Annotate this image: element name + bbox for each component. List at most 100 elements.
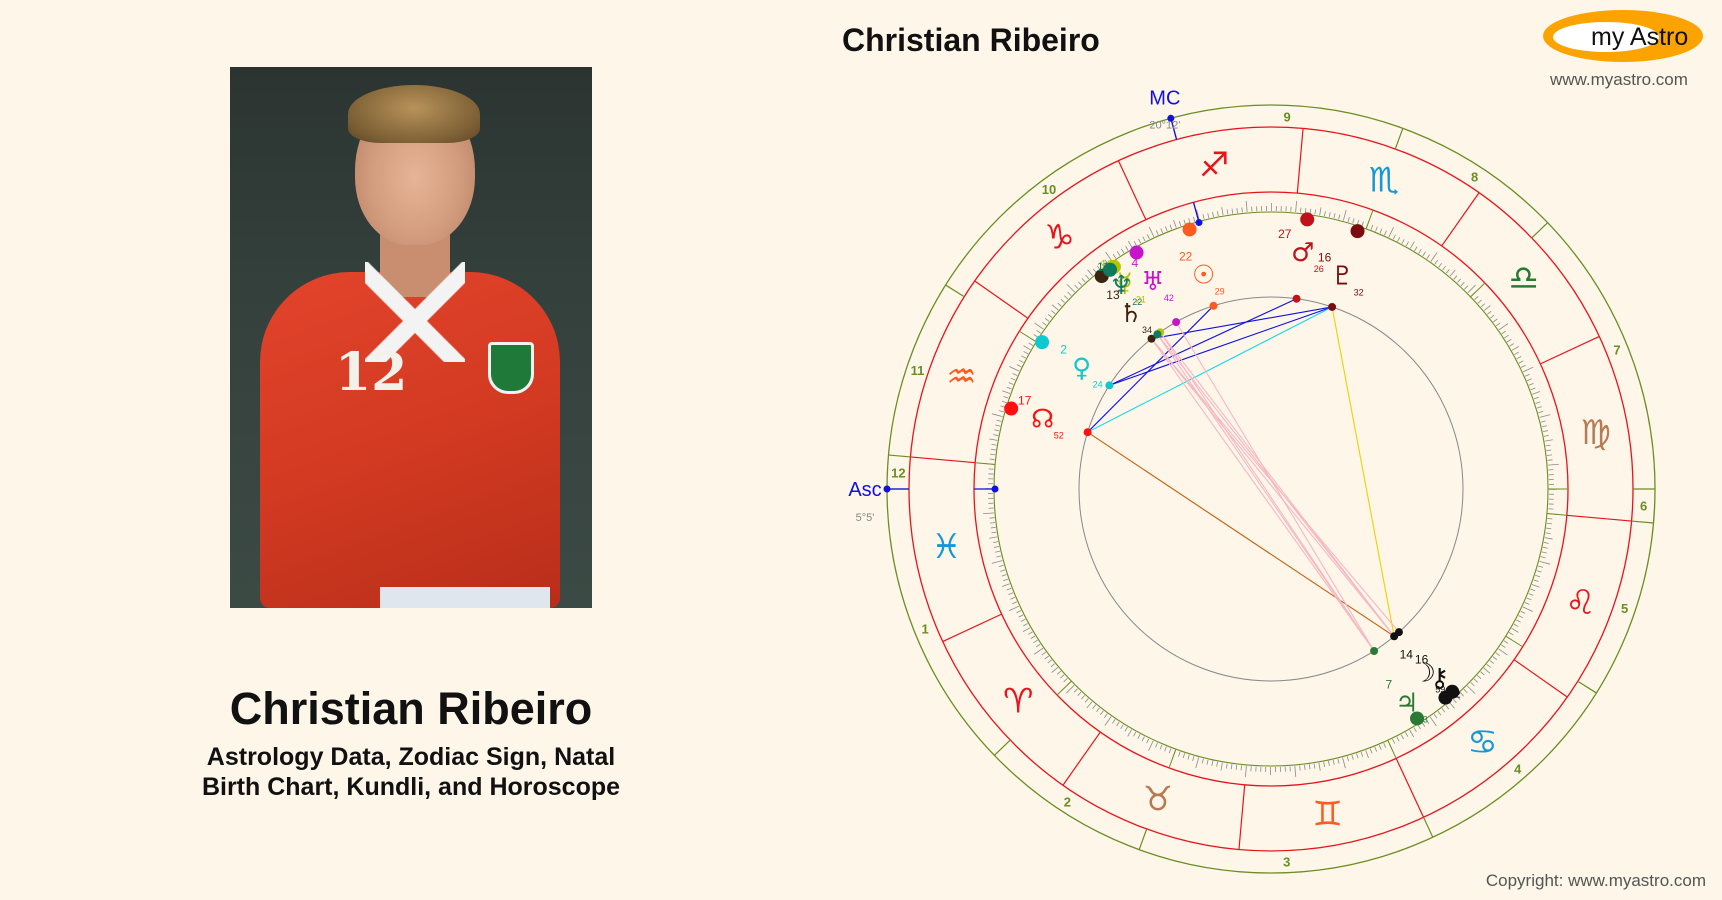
degree-tick (1543, 542, 1549, 544)
degree-tick (1328, 212, 1331, 218)
degree-tick (998, 410, 1004, 413)
house-cusp (1531, 222, 1549, 239)
degree-tick (1124, 726, 1128, 732)
degree-tick (1127, 240, 1133, 249)
degree-tick (1346, 756, 1350, 762)
degree-tick (1532, 391, 1541, 395)
degree-tick (1470, 682, 1475, 687)
degree-tick (998, 564, 1004, 568)
planet-marker-chiron (1445, 684, 1460, 699)
degree-tick (1155, 742, 1158, 748)
degree-tick (1429, 716, 1437, 727)
degree-tick (1328, 760, 1330, 766)
degree-tick (1008, 592, 1014, 596)
degree-tick (1138, 238, 1142, 244)
degree-tick (1155, 230, 1159, 236)
site-url-link[interactable]: www.myastro.com (1550, 70, 1688, 89)
degree-tick (1221, 207, 1224, 216)
degree-tick (1501, 330, 1507, 335)
planet-minutes-moon: 59 (1435, 684, 1445, 694)
degree-tick (1116, 721, 1120, 727)
subtitle-line-2: Birth Chart, Kundli, and Horoscope (201, 773, 621, 801)
aspect-circle (1078, 296, 1464, 682)
sign-glyph-libra-icon: ♎ (1508, 259, 1538, 299)
photo-shirt-number: 12 (335, 342, 408, 403)
planet-marker-sun (1182, 222, 1197, 237)
degree-tick (1541, 425, 1547, 428)
degree-tick (990, 453, 996, 456)
aspect-lines (1087, 298, 1400, 652)
degree-tick (1333, 213, 1336, 219)
degree-tick (1360, 751, 1364, 757)
degree-tick (1347, 216, 1350, 222)
degree-tick (1051, 310, 1056, 315)
degree-tick (991, 560, 1003, 564)
sign-glyph-sagittarius-icon: ♐ (1199, 145, 1229, 185)
degree-tick (1409, 729, 1415, 738)
zodiac-inner-ring (973, 191, 1569, 787)
degree-tick (1535, 401, 1541, 404)
degree-tick (1513, 623, 1519, 627)
degree-tick (1195, 757, 1200, 769)
degree-tick (1493, 318, 1498, 323)
degree-tick (1546, 527, 1552, 530)
degree-tick (1544, 537, 1553, 540)
degree-tick (1414, 246, 1418, 252)
degree-tick (1207, 213, 1210, 219)
degree-tick (1506, 339, 1512, 343)
degree-tick (1030, 635, 1036, 639)
house-number: 9 (1284, 109, 1291, 124)
degree-tick (1547, 463, 1559, 466)
degree-tick (1460, 692, 1465, 697)
house-number: 3 (1283, 855, 1290, 870)
degree-tick (993, 434, 999, 436)
planet-degree-pluto: 16 (1318, 251, 1332, 265)
planet-marker-pluto (1350, 224, 1365, 239)
degree-tick (1018, 359, 1024, 363)
degree-tick (1397, 236, 1401, 242)
degree-tick (1441, 708, 1446, 713)
degree-tick (1057, 302, 1062, 307)
degree-tick (1085, 274, 1090, 280)
degree-tick (1504, 334, 1509, 339)
copyright-text: Copyright: www.myastro.com (1485, 871, 1706, 890)
degree-tick (1086, 701, 1093, 709)
sign-boundary (1238, 784, 1246, 850)
degree-tick (1426, 254, 1430, 259)
planet-minutes-mercury: 21 (1136, 294, 1146, 304)
degree-tick (1202, 214, 1205, 220)
degree-tick (1509, 343, 1514, 347)
degree-tick (1453, 275, 1458, 280)
myastro-logo[interactable]: my Astro (1543, 10, 1715, 72)
degree-tick (1467, 284, 1476, 293)
degree-tick (1486, 663, 1491, 668)
degree-tick (1530, 387, 1536, 391)
degree-tick (1081, 278, 1086, 283)
house-cusp-inner (1505, 635, 1523, 648)
aspect-line-opposition (1151, 338, 1375, 652)
house-cusp (993, 739, 1011, 756)
degree-tick (1351, 754, 1354, 760)
degree-tick (1383, 742, 1387, 748)
aspect-line-sextile (1109, 298, 1297, 386)
degree-tick (1073, 688, 1078, 693)
degree-tick (1361, 221, 1364, 227)
aspect-line-opposition (1159, 331, 1375, 652)
house-cusp-inner (1019, 330, 1037, 343)
degree-tick (1120, 724, 1124, 730)
degree-tick (1148, 226, 1155, 238)
zodiac-outer-ring (908, 126, 1634, 852)
degree-tick (1449, 269, 1456, 277)
degree-tick (990, 522, 996, 524)
degree-tick (1240, 765, 1242, 771)
mc-label: MC (1149, 87, 1180, 109)
degree-tick (1540, 420, 1546, 423)
degree-tick (1127, 729, 1133, 737)
degree-tick (1536, 406, 1542, 409)
planet-aspect-dot-jupiter (1370, 646, 1379, 655)
asc-label: Asc (848, 479, 881, 501)
degree-tick (1546, 449, 1552, 452)
planet-degree-venus: 2 (1060, 343, 1067, 357)
degree-tick (989, 536, 998, 539)
planet-aspect-dot-mars (1292, 294, 1301, 303)
